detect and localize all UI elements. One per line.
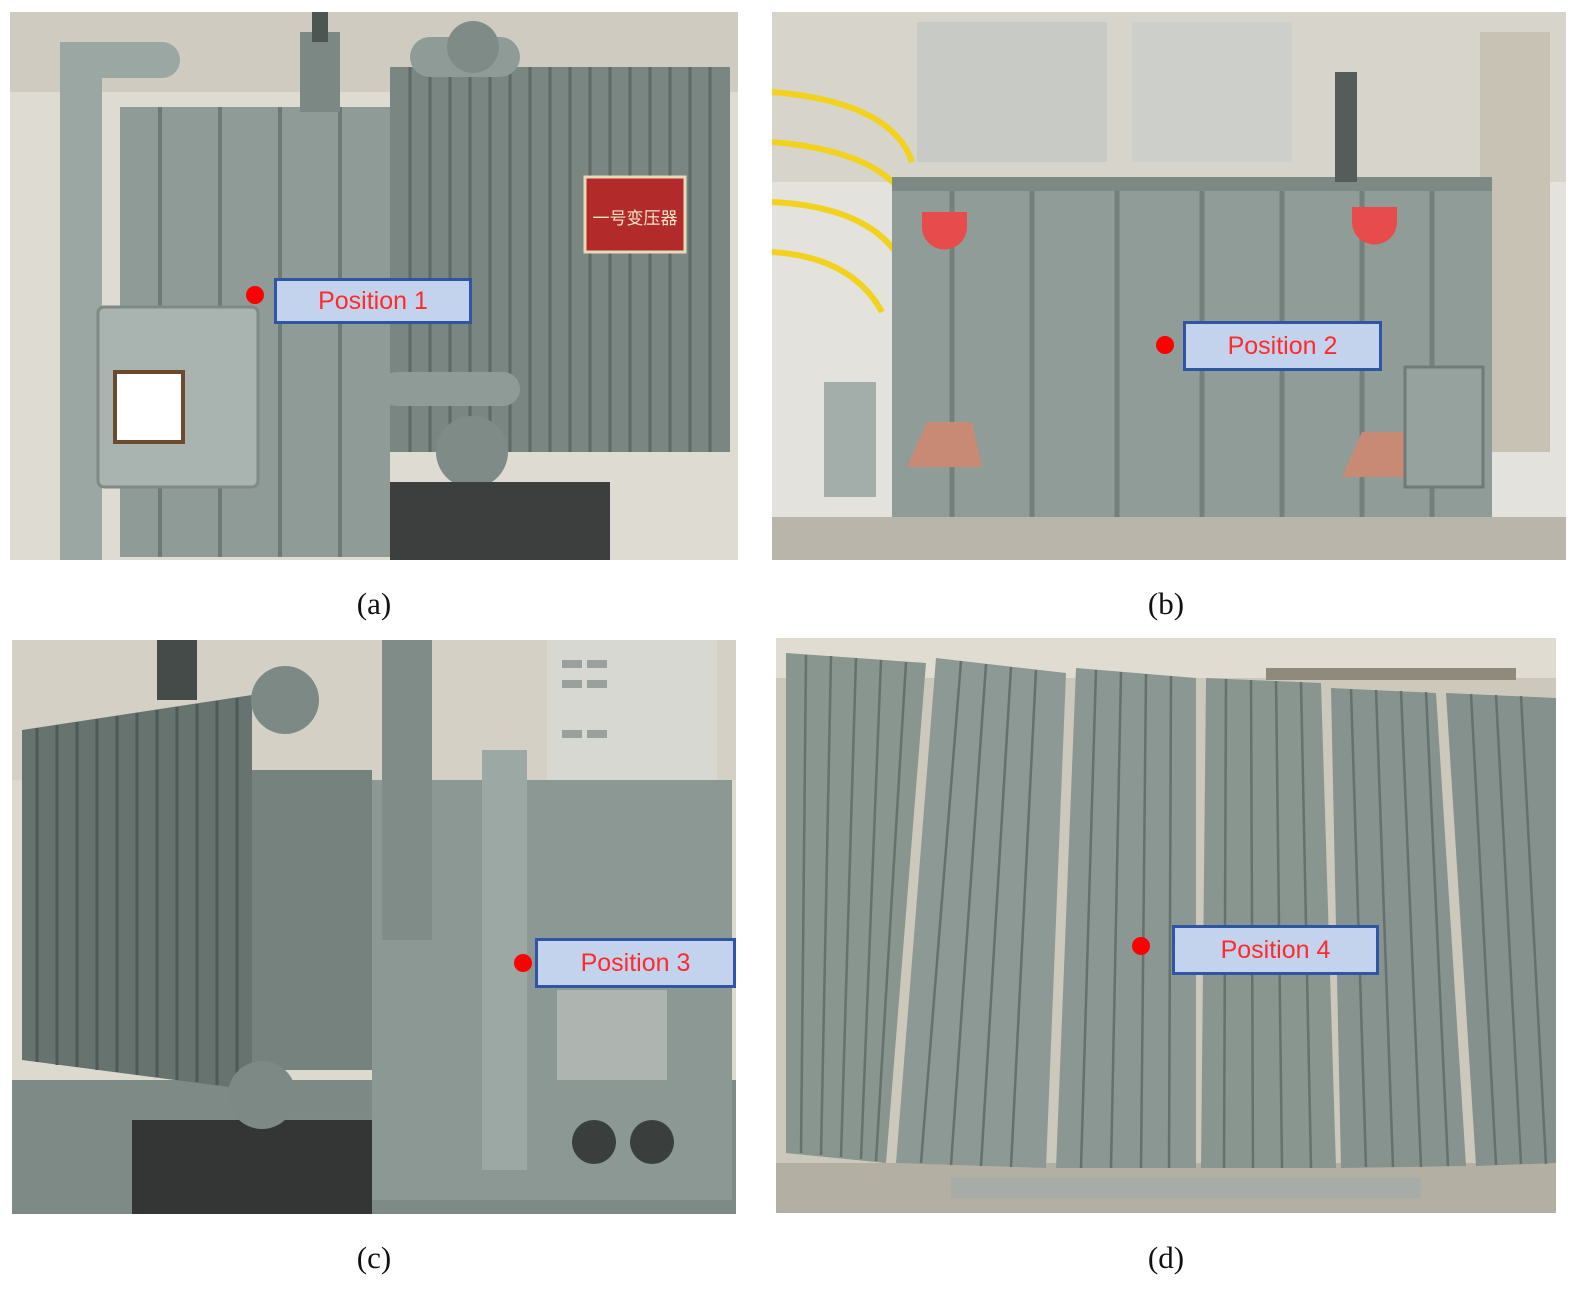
caption-a: (a)	[356, 586, 392, 621]
transformer-photo-b	[772, 12, 1566, 560]
position-label-2: Position 2	[1183, 321, 1382, 371]
caption-b: (b)	[1147, 586, 1185, 621]
nameplate-text: 一号变压器	[593, 209, 678, 229]
position-label-3: Position 3	[535, 938, 736, 988]
transformer-photo-c	[12, 640, 736, 1214]
transformer-photo-a: 一号变压器	[10, 12, 738, 560]
caption-c: (c)	[356, 1240, 392, 1275]
photo-panel-c: Position 3	[12, 640, 736, 1214]
transformer-photo-d	[776, 638, 1556, 1213]
position-label-1: Position 1	[274, 278, 472, 324]
measurement-marker-3	[514, 954, 532, 972]
caption-d: (d)	[1147, 1240, 1185, 1275]
measurement-marker-4	[1132, 937, 1150, 955]
photo-panel-d: Position 4	[776, 638, 1556, 1213]
position-label-4: Position 4	[1172, 925, 1379, 975]
photo-panel-a: 一号变压器 Position 1	[10, 12, 738, 560]
photo-panel-b: Position 2	[772, 12, 1566, 560]
measurement-marker-1	[246, 286, 264, 304]
measurement-marker-2	[1156, 336, 1174, 354]
nameplate-sign	[583, 175, 687, 254]
